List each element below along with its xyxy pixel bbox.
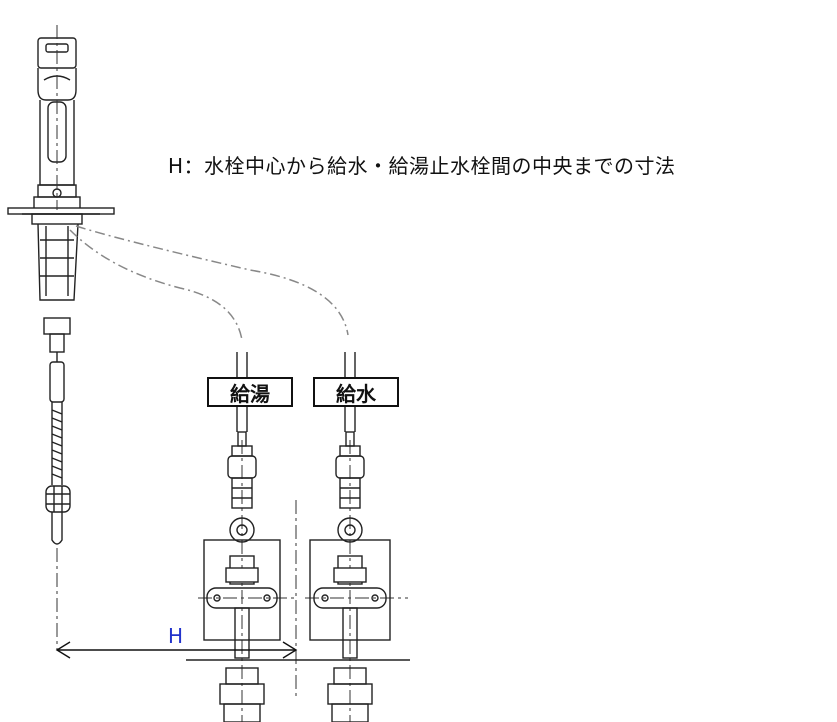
cold-water-label: 給水 — [313, 377, 399, 407]
dimension-h-label: H — [168, 624, 184, 648]
dimension-caption: H：水栓中心から給水・給湯止水栓間の中央までの寸法 — [168, 154, 676, 178]
dimension-h-arrow — [55, 641, 298, 659]
centerlines — [56, 25, 408, 722]
cold-water-stop-valve — [309, 352, 391, 722]
faucet — [7, 37, 115, 225]
hose-assembly — [37, 223, 79, 545]
hot-water-label: 給湯 — [207, 377, 293, 407]
hot-water-stop-valve — [203, 352, 281, 722]
supply-hoses — [69, 225, 349, 341]
